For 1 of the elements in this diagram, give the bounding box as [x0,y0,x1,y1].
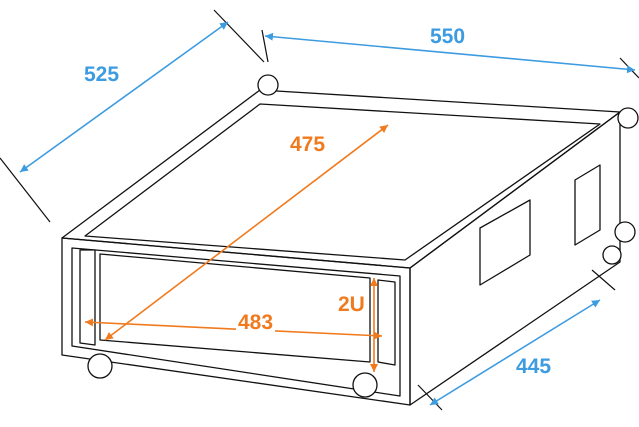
dimension-label: 483 [236,312,276,334]
